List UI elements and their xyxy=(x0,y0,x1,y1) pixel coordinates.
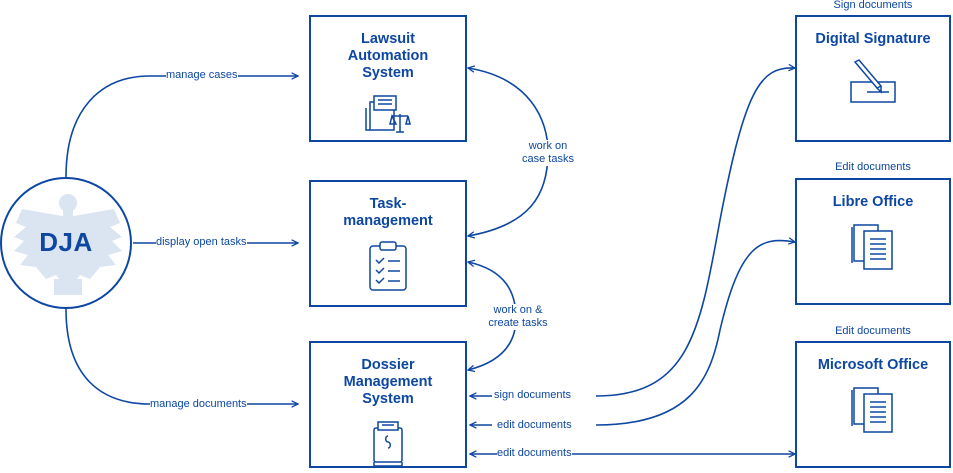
lawsuit-automation-box: Lawsuit Automation System xyxy=(309,15,467,142)
digital-signature-title: Digital Signature xyxy=(815,31,931,47)
edge-manage-documents xyxy=(65,308,298,404)
dossier-management-box: Dossier Management System xyxy=(309,341,467,468)
folder-scales-icon xyxy=(364,92,412,141)
dossier-management-title: Dossier Management System xyxy=(343,357,433,407)
task-management-title: Task- management xyxy=(343,196,433,229)
documents-icon xyxy=(848,221,898,276)
msoffice-caption: Edit documents xyxy=(835,325,911,337)
lawsuit-automation-title: Lawsuit Automation System xyxy=(347,31,429,81)
signature-caption: Sign documents xyxy=(833,0,913,11)
clipboard-checklist-icon xyxy=(366,240,410,297)
binder-icon xyxy=(368,418,408,473)
microsoft-office-box: Microsoft Office xyxy=(795,341,951,468)
documents-icon xyxy=(848,384,898,439)
dja-node: DJA xyxy=(0,177,132,309)
edge-label-sign-documents: sign documents xyxy=(494,389,572,402)
edge-label-edit-documents-ms: edit documents xyxy=(497,447,572,460)
edge-label-work-on-create-tasks: work on & create tasks xyxy=(482,304,554,330)
digital-signature-box: Digital Signature xyxy=(795,15,951,142)
microsoft-office-title: Microsoft Office xyxy=(817,357,929,373)
edge-label-work-on-case-tasks: work on case tasks xyxy=(517,140,579,166)
edge-label-manage-cases: manage cases xyxy=(166,69,238,82)
edge-manage-cases xyxy=(65,76,298,178)
edge-label-display-open-tasks: display open tasks xyxy=(156,236,247,249)
task-management-box: Task- management xyxy=(309,180,467,307)
libre-office-title: Libre Office xyxy=(832,194,914,210)
edge-sign-documents xyxy=(595,68,795,397)
libre-caption: Edit documents xyxy=(835,161,911,173)
edge-edit-documents-libre xyxy=(595,241,795,426)
pen-signing-icon xyxy=(847,58,899,109)
edge-label-edit-documents-libre: edit documents xyxy=(497,419,572,432)
libre-office-box: Libre Office xyxy=(795,178,951,305)
edge-label-manage-documents: manage documents xyxy=(150,398,247,411)
eagle-emblem-icon xyxy=(14,194,122,295)
dja-label: DJA xyxy=(39,227,93,257)
